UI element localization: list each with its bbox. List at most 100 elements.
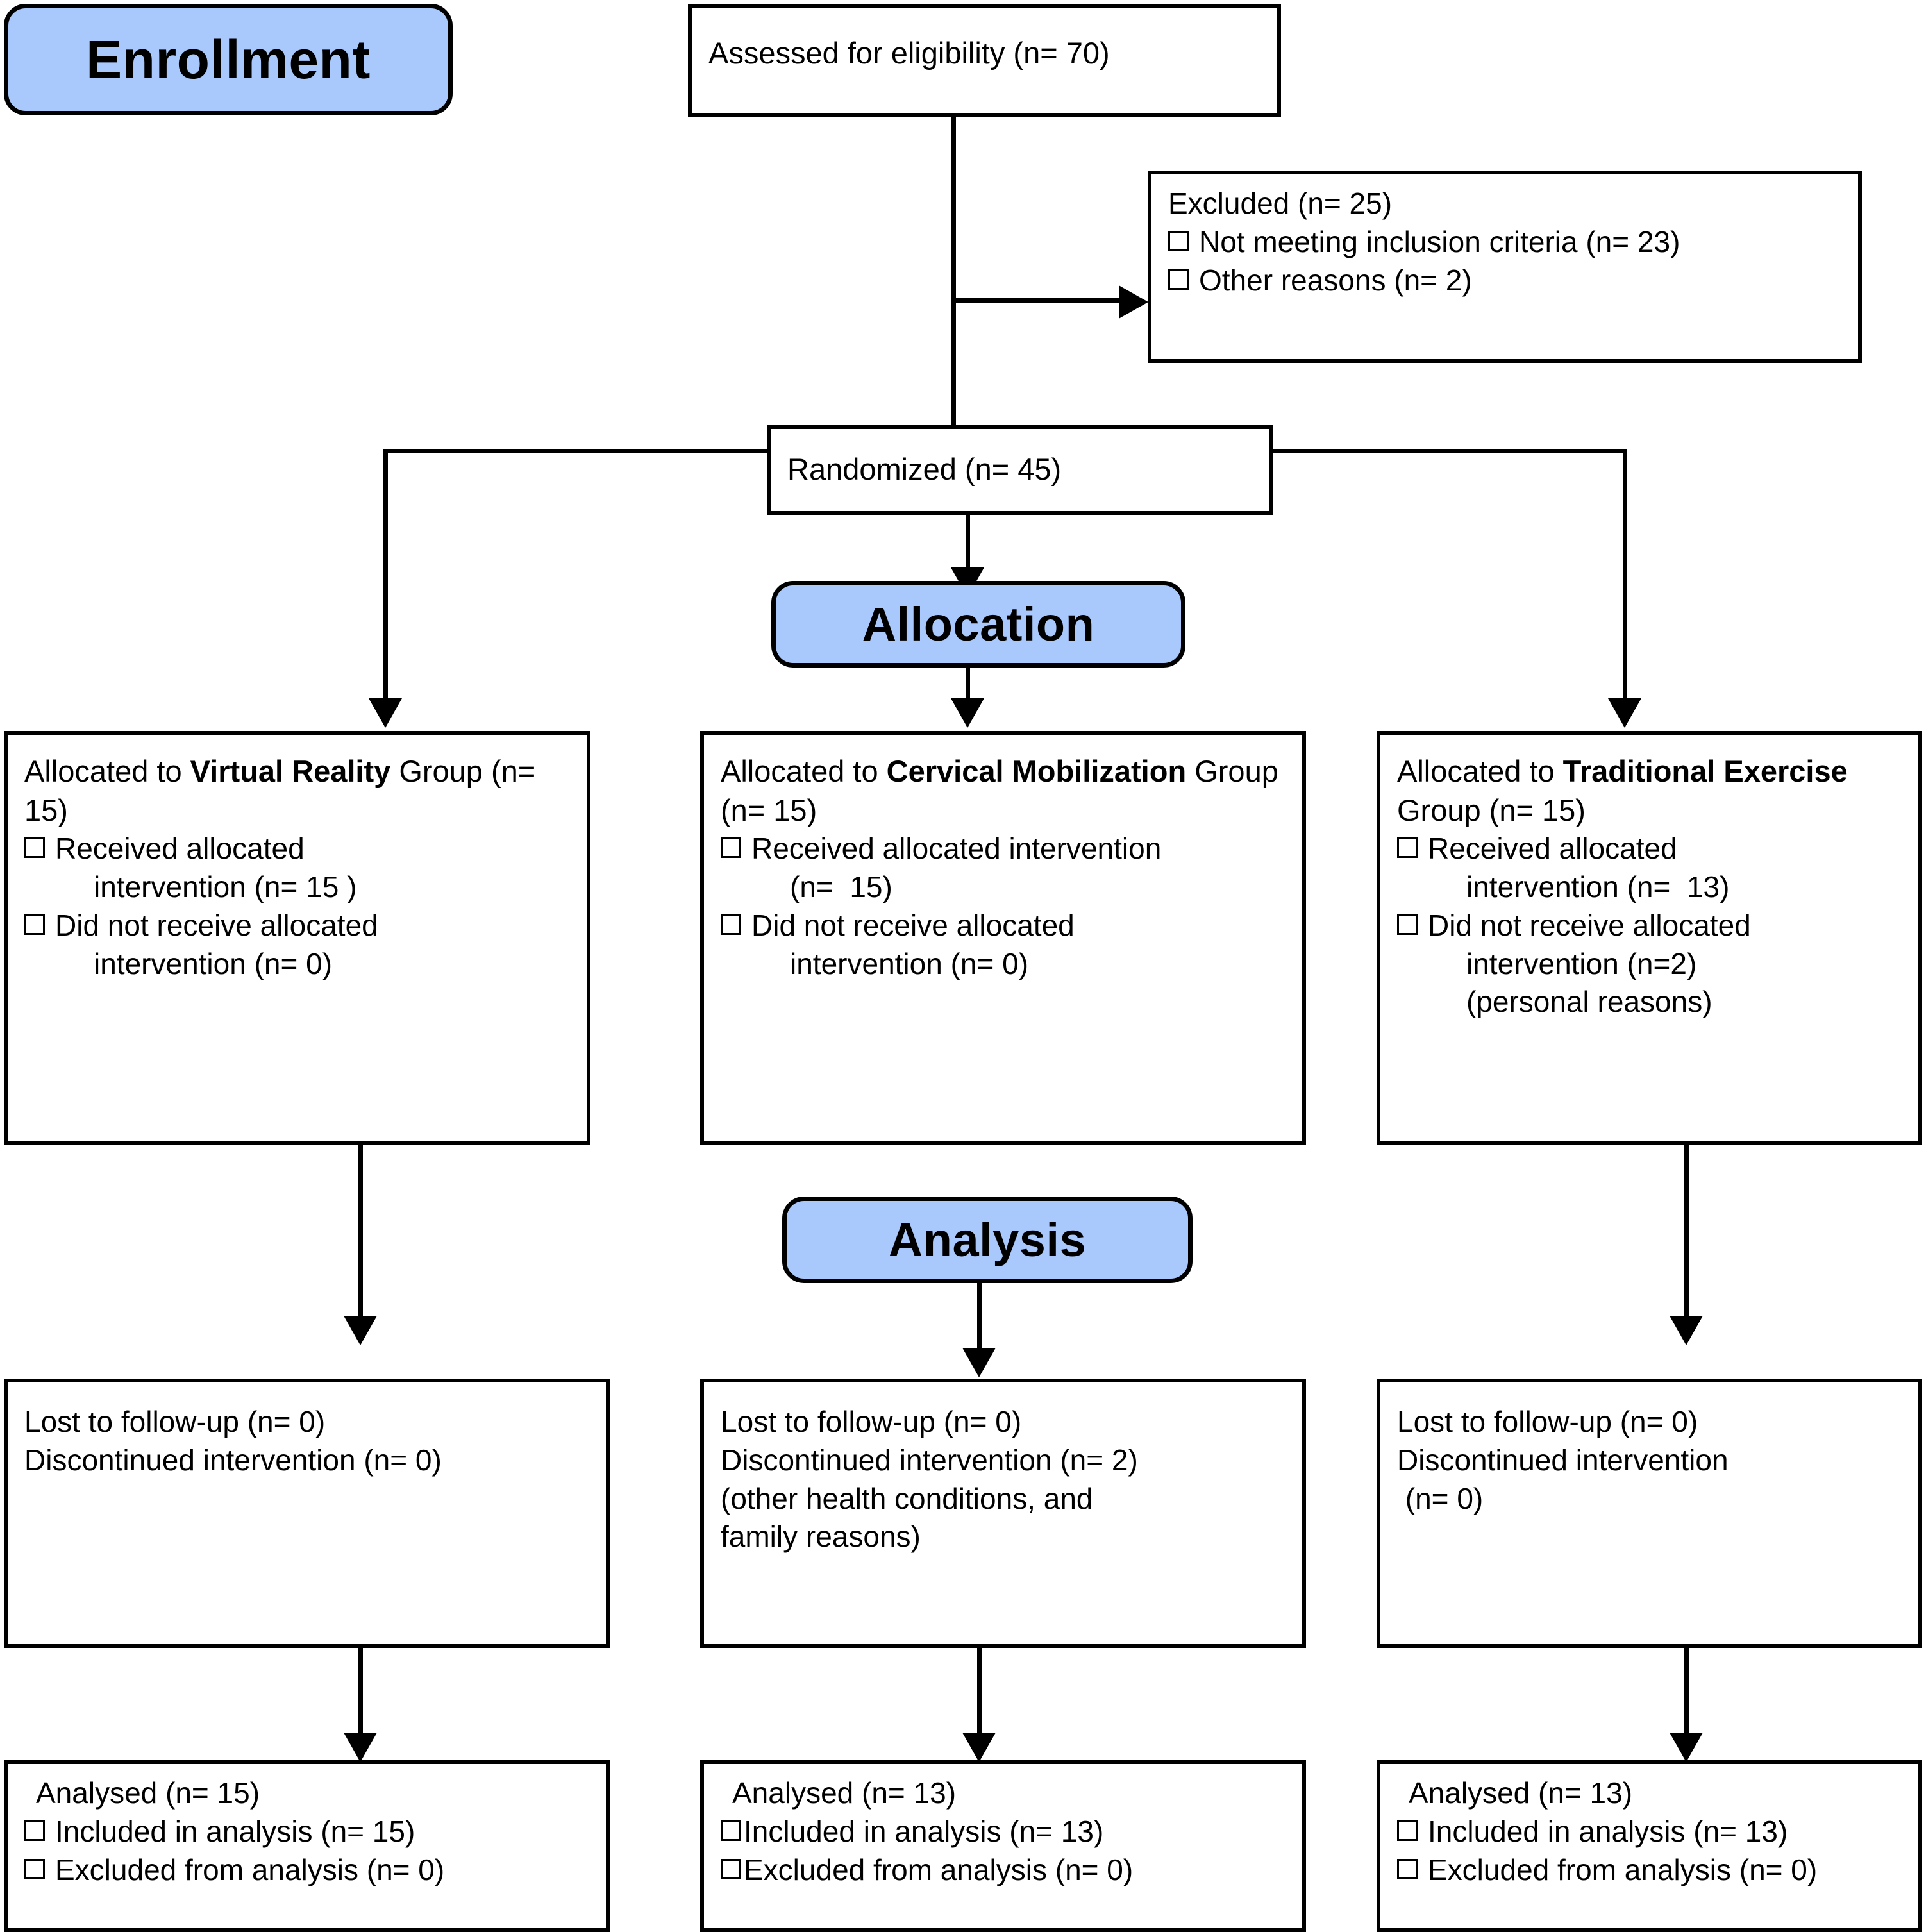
- connector-randomized-left: [383, 449, 769, 453]
- allocation-group-name-2: Traditional Exercise: [1562, 754, 1848, 788]
- excluded-title: Excluded (n= 25): [1168, 187, 1393, 220]
- allocation-group-name-0: Virtual Reality: [190, 754, 391, 788]
- allocation-title-0: Allocated to Virtual Reality Group (n= 1…: [24, 752, 570, 830]
- allocation-item-2-0-line1: Received allocated: [1428, 832, 1677, 866]
- allocation-group-name-1: Cervical Mobilization: [886, 754, 1187, 788]
- analysed-item-1-1-label: Excluded from analysis (n= 0): [744, 1852, 1134, 1886]
- connector-allocation-badge-down: [966, 668, 970, 700]
- allocation-tail-2: Group (n= 15): [1397, 754, 1856, 828]
- checkbox-icon: [1397, 914, 1418, 935]
- allocation-item-0-1-text: Did not receive allocated intervention (n…: [55, 907, 570, 984]
- allocation-item-0-0-line1: Received allocated: [55, 832, 305, 866]
- checkbox-icon: [721, 914, 741, 935]
- connector-alloc-to-followup-left: [358, 1145, 363, 1318]
- followup-line-1-2: (other health conditions, and: [721, 1481, 1093, 1515]
- allocation-lead-1: Allocated to: [721, 754, 887, 788]
- arrow-to-allocation-left: [369, 698, 402, 728]
- checkbox-icon: [1397, 1858, 1418, 1879]
- allocation-item-0-1: Did not receive allocated intervention (n…: [24, 907, 570, 984]
- analysed-title-1: Analysed (n= 13): [732, 1776, 957, 1810]
- checkbox-icon: [24, 914, 45, 935]
- allocation-item-2-1-line1: Did not receive allocated: [1428, 908, 1751, 942]
- allocation-lead-0: Allocated to: [24, 754, 190, 788]
- arrow-followup-to-analysed-left: [344, 1733, 377, 1762]
- connector-randomized-center: [966, 515, 970, 569]
- connector-right-down: [1623, 449, 1627, 700]
- checkbox-icon: [1168, 269, 1189, 290]
- excluded-item-1: Other reasons (n= 2): [1168, 262, 1841, 300]
- allocation-item-2-1-line3: (personal reasons): [1466, 985, 1712, 1019]
- allocation-box-virtual-reality: Allocated to Virtual Reality Group (n= 1…: [4, 731, 590, 1145]
- assessed-for-eligibility-box: Assessed for eligibility (n= 70): [688, 4, 1281, 117]
- checkbox-icon: [24, 1820, 45, 1841]
- checkbox-icon: [1397, 837, 1418, 859]
- allocation-item-2-1-text: Did not receive allocated intervention (n…: [1428, 907, 1902, 1021]
- followup-box-virtual-reality: Lost to follow-up (n= 0) Discontinued in…: [4, 1379, 610, 1648]
- checkbox-icon: [1168, 230, 1189, 251]
- excluded-item-1-label: Other reasons (n= 2): [1199, 263, 1472, 297]
- analysed-item-2-1-label: Excluded from analysis (n= 0): [1428, 1852, 1818, 1886]
- arrow-followup-to-analysed-right: [1670, 1733, 1703, 1762]
- allocation-item-0-1-line1: Did not receive allocated: [55, 908, 378, 942]
- allocation-item-1-1-line1: Did not receive allocated: [751, 908, 1075, 942]
- followup-line-1-0: Lost to follow-up (n= 0): [721, 1405, 1022, 1438]
- allocation-box-traditional-exercise: Allocated to Traditional Exercise Group …: [1377, 731, 1922, 1145]
- arrow-to-allocation-right: [1608, 698, 1641, 728]
- connector-followup-to-analysed-left: [358, 1648, 363, 1735]
- connector-assessed-to-randomized: [951, 117, 956, 425]
- allocation-item-1-1-line2: intervention (n= 0): [790, 946, 1029, 980]
- allocation-item-1-1-text: Did not receive allocated intervention (n…: [751, 907, 1285, 984]
- allocation-item-2-1-line2: intervention (n=2): [1466, 946, 1697, 980]
- excluded-item-0-label: Not meeting inclusion criteria (n= 23): [1199, 224, 1680, 258]
- excluded-box: Excluded (n= 25) Not meeting inclusion c…: [1148, 171, 1862, 363]
- allocation-title-1: Allocated to Cervical Mobilization Group…: [721, 752, 1285, 830]
- connector-followup-to-analysed-right: [1684, 1648, 1689, 1735]
- connector-left-down: [383, 449, 388, 700]
- stage-badge-enrollment: Enrollment: [4, 4, 453, 115]
- analysed-item-2-0-label: Included in analysis (n= 13): [1428, 1814, 1788, 1848]
- allocation-lead-2: Allocated to: [1397, 754, 1563, 788]
- allocation-tail-1: Group (n= 15): [721, 754, 1287, 828]
- arrow-to-excluded: [1119, 285, 1148, 319]
- checkbox-icon: [721, 1820, 741, 1841]
- connector-to-excluded: [951, 298, 1122, 303]
- allocation-item-1-0: Received allocated intervention(n= 15): [721, 830, 1285, 907]
- analysed-item-1-0-label: Included in analysis (n= 13): [744, 1814, 1104, 1848]
- arrow-alloc-to-followup-right: [1670, 1316, 1703, 1345]
- analysed-item-0-1: Excluded from analysis (n= 0): [24, 1851, 589, 1890]
- allocation-item-1-0-line2: (n= 15): [790, 869, 892, 903]
- analysed-item-1-1: Excluded from analysis (n= 0): [721, 1851, 1285, 1890]
- randomized-text: Randomized (n= 45): [787, 452, 1062, 486]
- checkbox-icon: [721, 1858, 741, 1879]
- arrow-followup-to-analysed-center: [962, 1733, 996, 1762]
- analysed-box-virtual-reality: Analysed (n= 15) Included in analysis (n…: [4, 1760, 610, 1932]
- allocation-title-2: Allocated to Traditional Exercise Group …: [1397, 752, 1902, 830]
- analysed-item-2-0: Included in analysis (n= 13): [1397, 1813, 1902, 1851]
- allocation-item-1-1: Did not receive allocated intervention (n…: [721, 907, 1285, 984]
- analysed-item-0-1-label: Excluded from analysis (n= 0): [55, 1852, 445, 1886]
- analysed-box-traditional-exercise: Analysed (n= 13) Included in analysis (n…: [1377, 1760, 1922, 1932]
- allocation-item-0-1-line2: intervention (n= 0): [94, 946, 333, 980]
- allocation-item-1-0-text: Received allocated intervention(n= 15): [751, 830, 1285, 907]
- connector-analysis-badge-down: [977, 1283, 982, 1350]
- allocation-item-2-1: Did not receive allocated intervention (n…: [1397, 907, 1902, 1021]
- arrow-alloc-to-followup-left: [344, 1316, 377, 1345]
- connector-alloc-to-followup-right: [1684, 1145, 1689, 1318]
- connector-randomized-right: [1271, 449, 1627, 453]
- stage-badge-enrollment-label: Enrollment: [86, 29, 371, 90]
- analysed-title-2: Analysed (n= 13): [1409, 1776, 1633, 1810]
- analysed-item-2-1: Excluded from analysis (n= 0): [1397, 1851, 1902, 1890]
- arrow-to-allocation-center: [951, 698, 984, 728]
- allocation-item-0-0-line2: intervention (n= 15 ): [94, 869, 357, 903]
- followup-box-cervical-mobilization: Lost to follow-up (n= 0) Discontinued in…: [700, 1379, 1306, 1648]
- followup-line-0-0: Lost to follow-up (n= 0): [24, 1405, 326, 1438]
- followup-line-1-3: family reasons): [721, 1520, 921, 1554]
- connector-followup-to-analysed-center: [977, 1648, 982, 1735]
- checkbox-icon: [1397, 1820, 1418, 1841]
- analysed-item-1-0: Included in analysis (n= 13): [721, 1813, 1285, 1851]
